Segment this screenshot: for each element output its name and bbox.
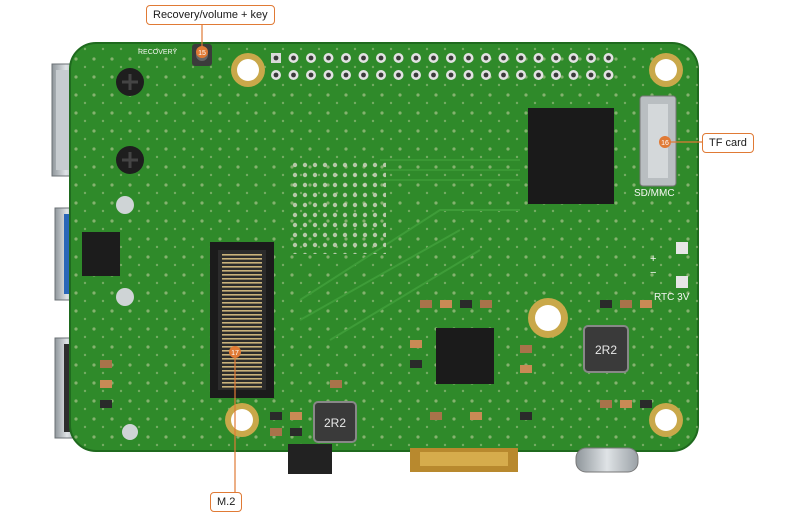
soc-chip xyxy=(528,108,614,204)
rtc-connector xyxy=(676,242,688,288)
battery-minus-silkscreen: − xyxy=(650,267,656,279)
mounting-hole-bottom-right xyxy=(649,403,683,437)
passive-components xyxy=(100,300,652,436)
svg-text:15: 15 xyxy=(198,50,206,57)
bga-footprint xyxy=(290,162,386,254)
marker-15: 15 xyxy=(196,46,208,58)
m2-slot xyxy=(210,242,274,398)
battery-plus-silkscreen: + xyxy=(650,253,656,265)
mounting-hole-center xyxy=(528,298,568,338)
marker-17: 17 xyxy=(229,346,241,358)
mounting-hole-bottom-left xyxy=(225,403,259,437)
inductor-bottom xyxy=(313,401,357,443)
inductor-right-label: 2R2 xyxy=(595,343,617,357)
m2-callout: M.2 xyxy=(210,492,243,512)
hdmi-port xyxy=(410,448,518,472)
center-ic xyxy=(436,328,494,384)
audio-jack xyxy=(288,444,332,474)
tf-card-callout: TF card xyxy=(702,133,754,153)
mounting-hole-top-right xyxy=(649,53,683,87)
mounting-hole-top-left xyxy=(231,53,265,87)
inductor-bottom-label: 2R2 xyxy=(324,416,346,430)
connector-pads-left xyxy=(116,68,144,440)
sd-mmc-silkscreen: SD/MMC xyxy=(634,188,675,199)
tf-card-slot xyxy=(639,95,677,187)
inductor-right xyxy=(583,325,629,373)
usb-c-port xyxy=(575,447,639,473)
recovery-key-callout: Recovery/volume + key xyxy=(146,5,275,25)
chip-left-small xyxy=(82,232,120,276)
svg-text:16: 16 xyxy=(661,140,669,147)
marker-16: 16 xyxy=(659,136,671,148)
recovery-silkscreen: RECOVERY xyxy=(138,49,177,56)
gpio-header xyxy=(271,53,614,80)
rtc-silkscreen: RTC 3V xyxy=(654,292,690,303)
callout-lines xyxy=(201,25,702,492)
svg-text:17: 17 xyxy=(231,350,239,357)
